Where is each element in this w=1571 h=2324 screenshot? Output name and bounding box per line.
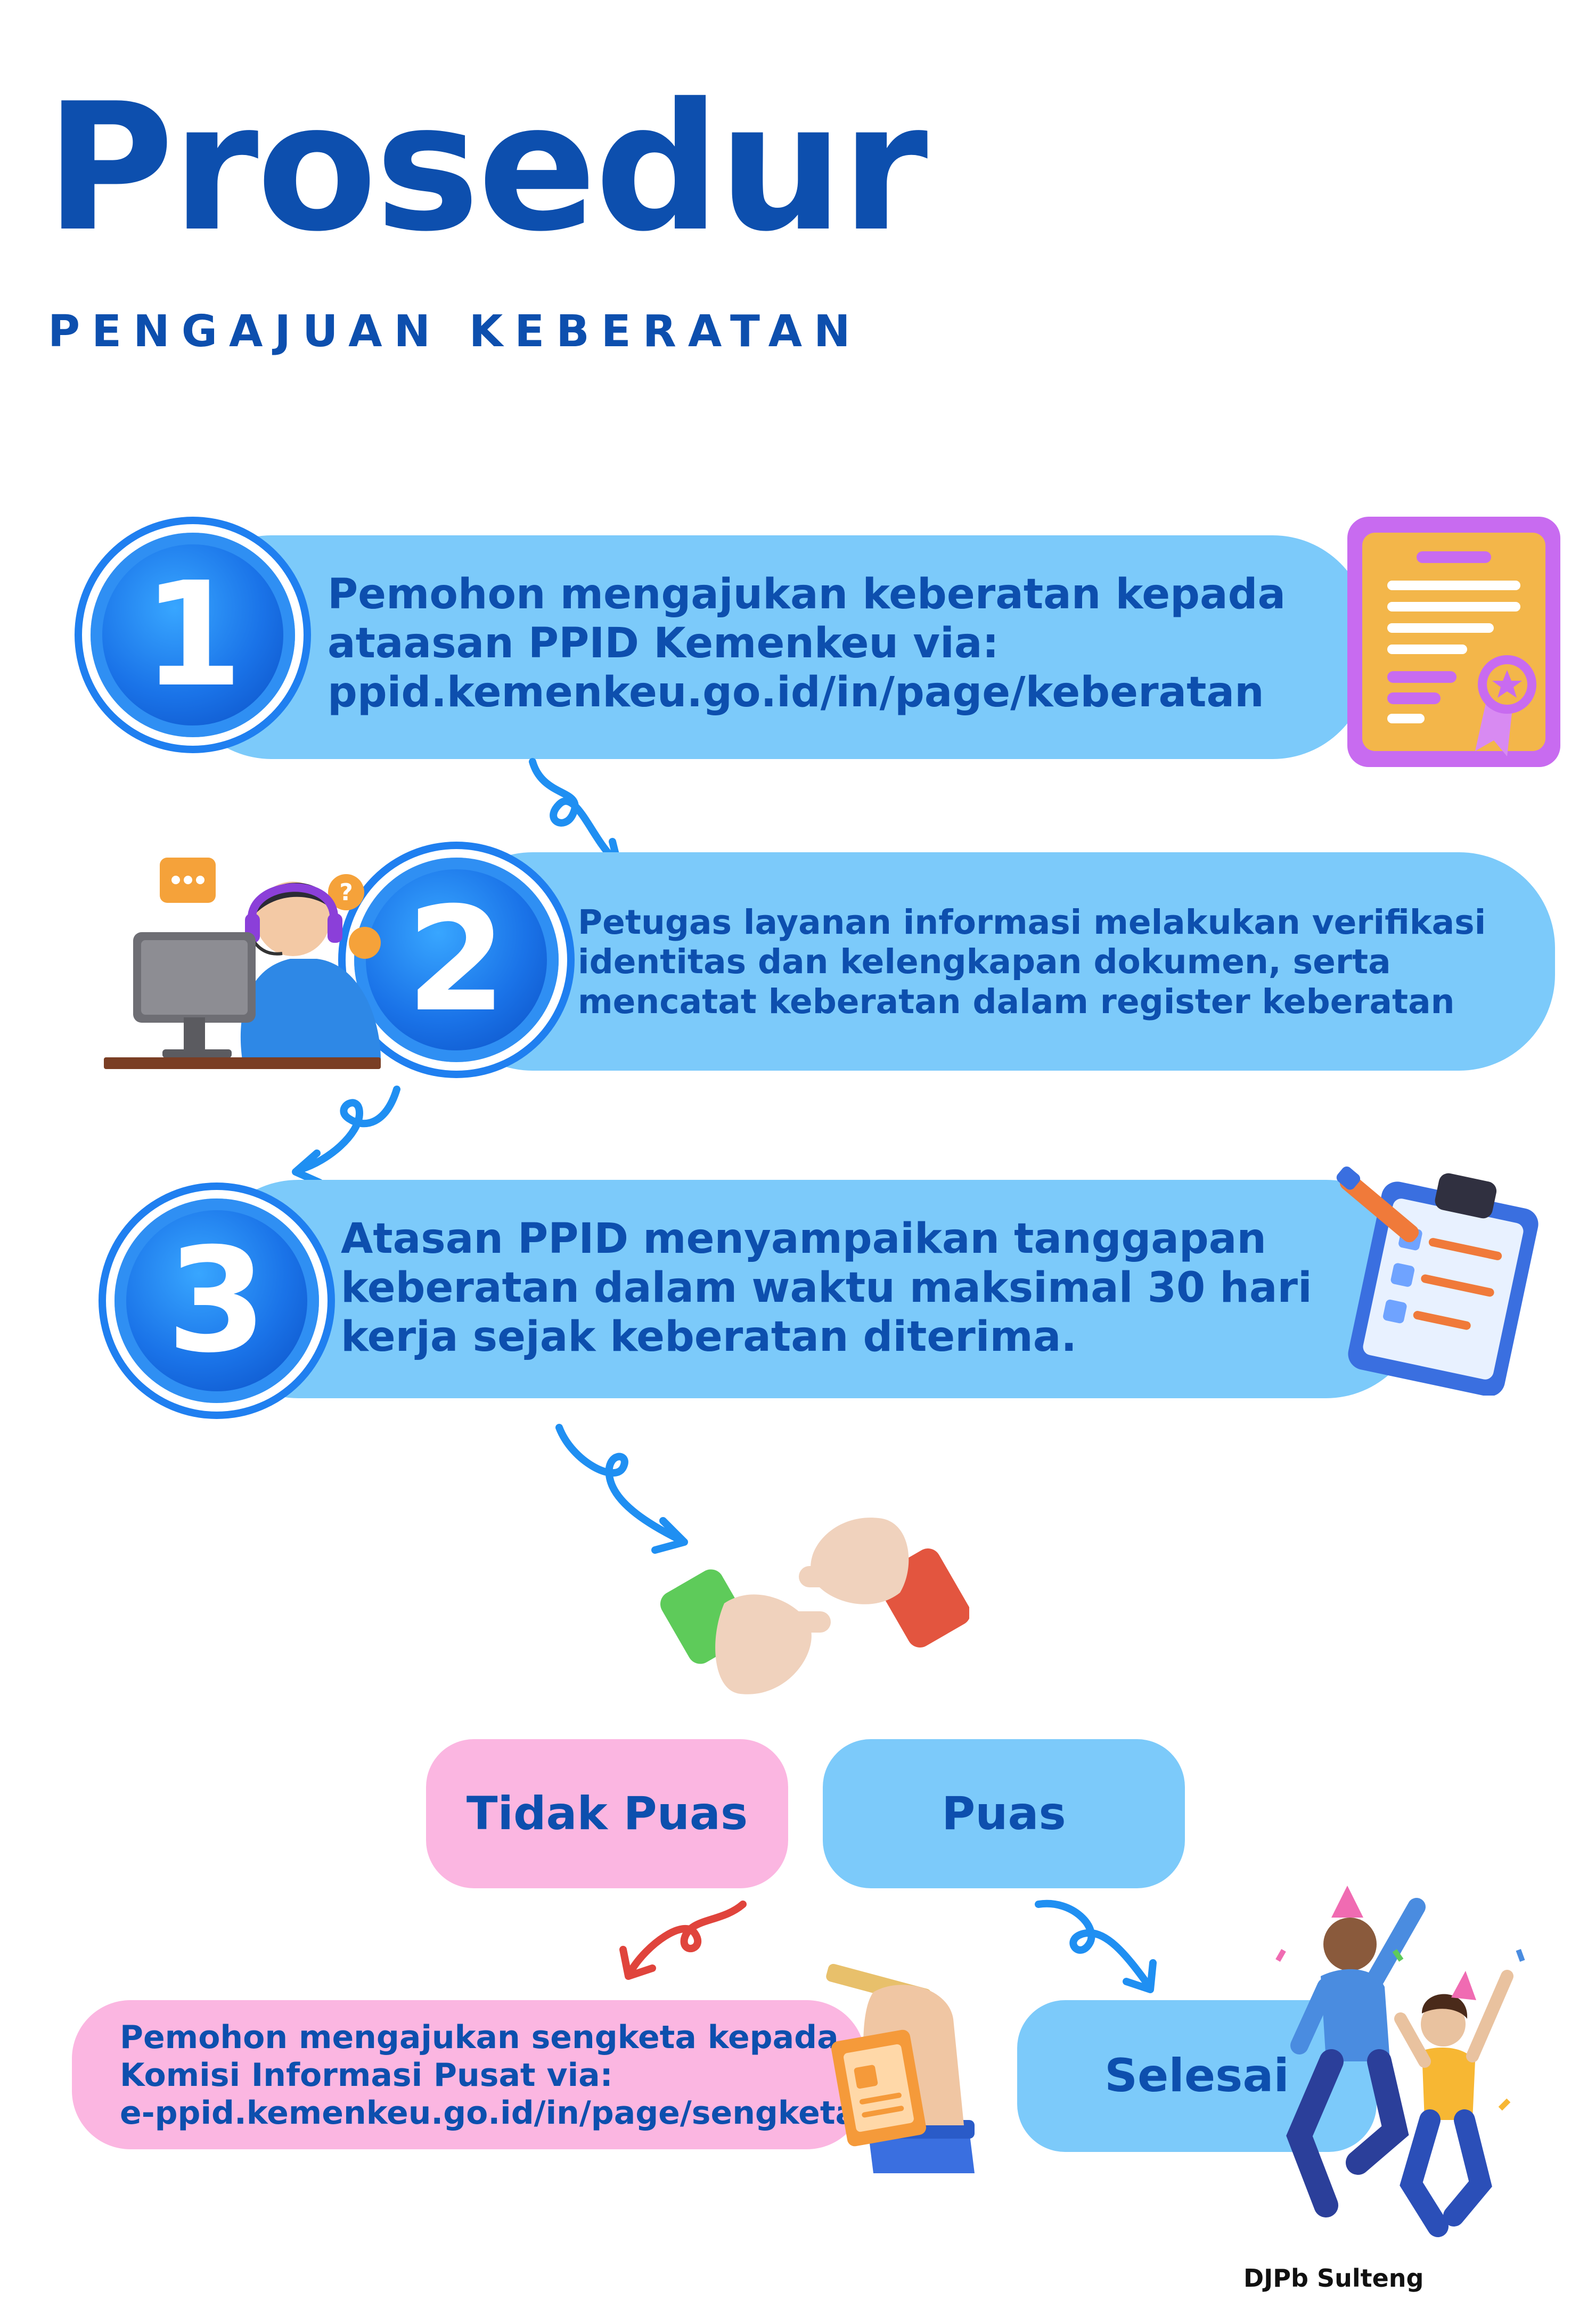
step-1-text: Pemohon mengajukan keberatan kepada ataa…	[328, 570, 1286, 717]
dispute-text: Pemohon mengajukan sengketa kepada Komis…	[120, 2019, 857, 2132]
step-3-card	[202, 1180, 1422, 1398]
curly-arrow-icon	[555, 1424, 688, 1554]
step-3-number: 3	[114, 1198, 319, 1403]
hand-with-notepad-icon	[826, 1963, 975, 2173]
page-subtitle: PENGAJUAN KEBERATAN	[48, 306, 862, 357]
footer-credit: DJPb Sulteng	[1243, 2264, 1424, 2293]
step-2-card	[437, 852, 1555, 1071]
step-3-text: Atasan PPID menyampaikan tanggapan keber…	[341, 1215, 1312, 1361]
satisfied-box: Puas	[823, 1739, 1185, 1888]
celebrating-people-icon	[1275, 1886, 1525, 2237]
curly-arrow-icon	[292, 1086, 400, 1186]
step-1-number: 1	[91, 533, 295, 737]
certificate-icon	[1347, 517, 1560, 767]
clipboard-checklist-icon	[1336, 1166, 1539, 1396]
handshake-icon	[660, 1518, 969, 1694]
page-title: Prosedur	[45, 66, 928, 270]
step-1-card	[176, 535, 1369, 759]
not-satisfied-box: Tidak Puas	[426, 1739, 788, 1888]
svg-text:?: ?	[339, 879, 353, 906]
step-2-text: Petugas layanan informasi melakukan veri…	[578, 903, 1486, 1021]
curly-arrow-icon	[619, 1901, 747, 1980]
curly-arrow-icon	[1035, 1899, 1157, 1993]
customer-service-agent-icon: ?	[104, 858, 381, 1069]
dispute-box	[72, 2000, 865, 2149]
